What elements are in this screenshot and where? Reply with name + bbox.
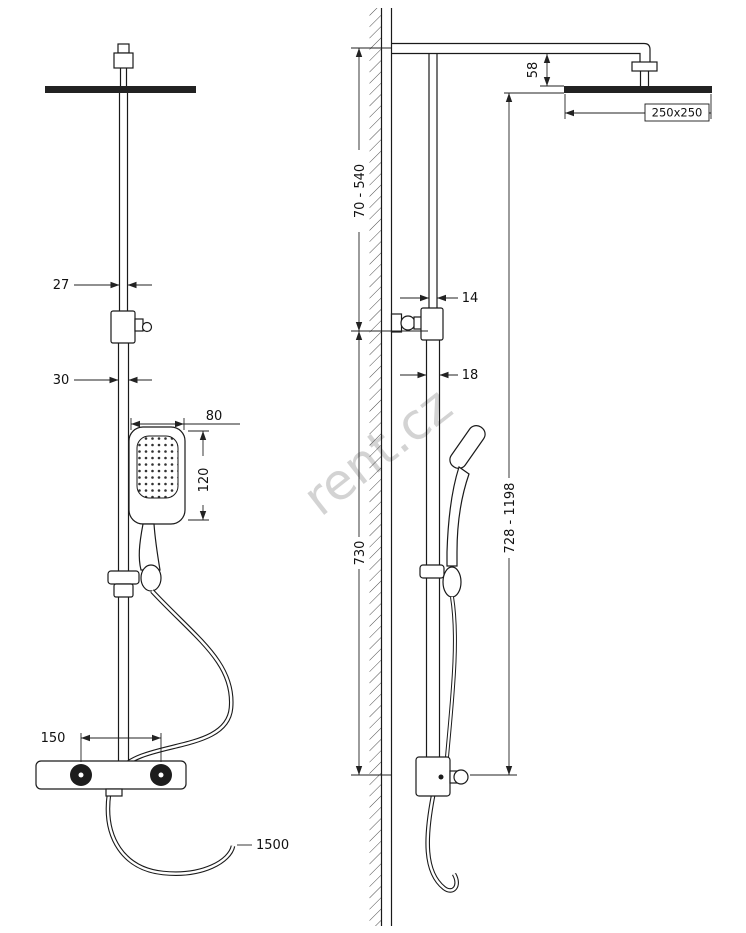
dim-label-728-1198: 728 - 1198 bbox=[503, 483, 518, 554]
dim-hose-length: 1500 bbox=[237, 838, 289, 853]
side-view: 58 250x250 70 - 540 730 14 bbox=[351, 42, 712, 893]
dim-bracket-to-valve: 730 bbox=[351, 331, 391, 776]
dim-pipe-upper-side: 14 bbox=[400, 291, 478, 306]
shower-head-side bbox=[564, 86, 712, 93]
shower-hose-side bbox=[425, 795, 459, 893]
dim-label-27: 27 bbox=[53, 278, 70, 293]
wall-bracket-side bbox=[390, 307, 444, 341]
dim-pipe-lower-front: 30 bbox=[53, 373, 152, 388]
mixer-valve-front bbox=[35, 760, 187, 797]
dim-pipe-lower-side: 18 bbox=[400, 368, 478, 383]
riser-pipe-front bbox=[117, 93, 130, 761]
slider-holder-front bbox=[107, 564, 162, 598]
dim-label-120: 120 bbox=[197, 468, 212, 493]
dim-head-drop: 58 bbox=[526, 54, 564, 87]
dim-label-70-540: 70 - 540 bbox=[353, 164, 368, 218]
dim-label-30: 30 bbox=[53, 373, 70, 388]
hand-shower-side bbox=[419, 425, 486, 758]
diverter-bracket-front bbox=[110, 310, 153, 344]
dim-label-730: 730 bbox=[353, 541, 368, 566]
riser-pipe-side bbox=[425, 53, 441, 757]
mixer-valve-side bbox=[415, 756, 469, 797]
dim-label-1500: 1500 bbox=[256, 838, 289, 853]
wall-hatch bbox=[369, 8, 382, 926]
dim-label-80: 80 bbox=[206, 409, 223, 424]
dim-head-height-range: 728 - 1198 bbox=[470, 92, 564, 776]
dim-label-150: 150 bbox=[41, 731, 66, 746]
dim-label-14: 14 bbox=[462, 291, 479, 306]
dim-handset-width: 80 bbox=[130, 409, 240, 430]
shower-hose-front bbox=[105, 589, 236, 876]
dim-head-size: 250x250 bbox=[564, 94, 712, 122]
shower-arm-side bbox=[391, 42, 658, 86]
dim-label-58: 58 bbox=[526, 62, 541, 79]
dim-label-18: 18 bbox=[462, 368, 479, 383]
dim-arm-height-range: 70 - 540 bbox=[351, 47, 428, 332]
dim-handset-height: 120 bbox=[188, 430, 212, 521]
dim-label-250x250: 250x250 bbox=[652, 106, 703, 120]
wall-section bbox=[369, 8, 393, 926]
hand-shower-front bbox=[128, 426, 186, 571]
dim-pipe-upper-front: 27 bbox=[53, 278, 152, 293]
shower-head-front bbox=[45, 43, 196, 93]
dim-valve-spacing: 150 bbox=[41, 731, 162, 762]
front-view: 27 30 80 120 150 bbox=[35, 43, 289, 876]
